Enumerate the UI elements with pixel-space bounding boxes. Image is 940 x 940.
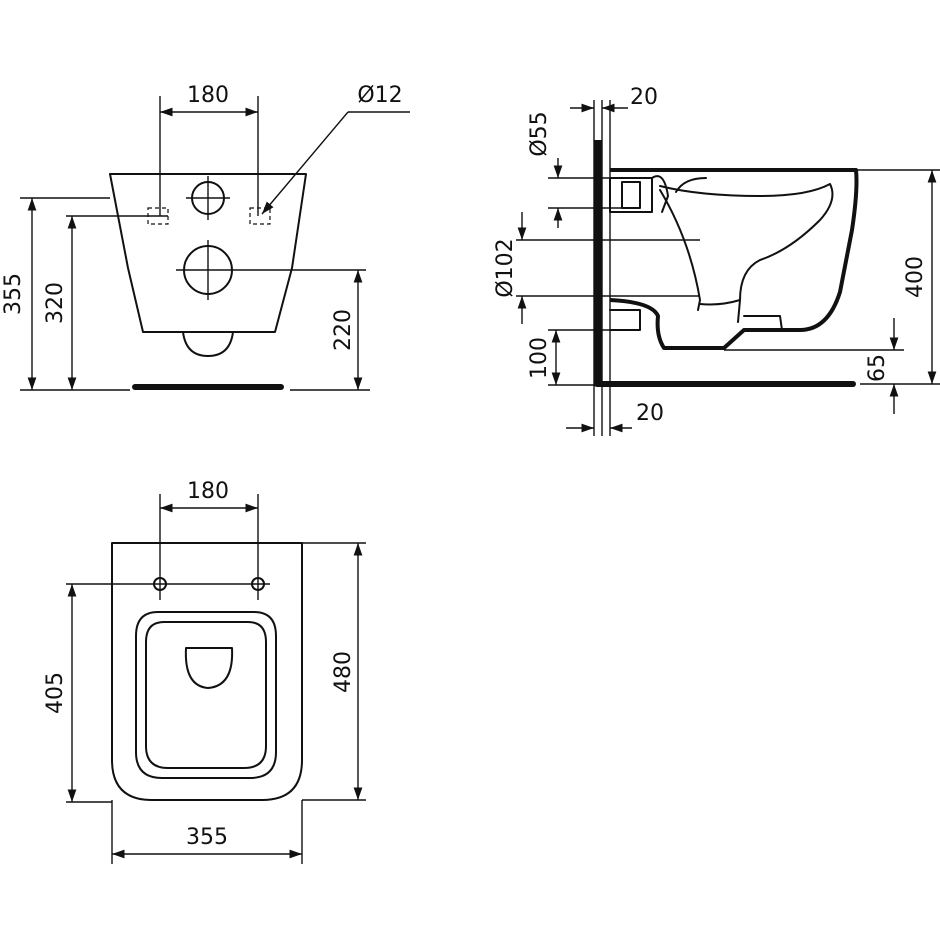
dim-front-220: 220 (331, 309, 356, 351)
side-wall (594, 140, 602, 386)
side-floor (594, 381, 856, 387)
front-bowl-outline (109, 173, 307, 333)
dim-side-bottom-20: 20 (636, 401, 664, 426)
top-outlet-shape (184, 647, 234, 689)
front-fixing-right (249, 207, 271, 225)
top-view: 180 405 480 355 (43, 479, 366, 864)
side-bowl-inner (659, 183, 834, 323)
dim-top-480: 480 (331, 651, 356, 693)
dim-side-100: 100 (527, 337, 552, 379)
dim-top-180: 180 (187, 479, 229, 504)
dim-top-355: 355 (186, 825, 228, 850)
front-view: 180 Ø12 355 320 220 (1, 83, 410, 391)
front-floor-bar (132, 384, 284, 390)
dim-side-d102: Ø102 (493, 238, 518, 297)
dim-front-320: 320 (43, 282, 68, 324)
side-outlet-fitting (609, 309, 641, 331)
dim-side-d55: Ø55 (527, 111, 552, 156)
dim-side-65: 65 (865, 354, 890, 382)
dim-side-400: 400 (903, 256, 928, 298)
front-outlet-arc (182, 331, 234, 357)
dim-side-top-20: 20 (630, 85, 658, 110)
top-seat-inner (145, 621, 267, 769)
dim-front-d12: Ø12 (357, 83, 402, 108)
side-inlet-fitting (609, 177, 653, 213)
side-view: 20 Ø55 Ø102 100 20 400 65 (493, 85, 940, 436)
dim-top-405: 405 (43, 672, 68, 714)
dim-front-355: 355 (1, 273, 26, 315)
top-bowl-outline (111, 542, 303, 801)
dim-front-180: 180 (187, 83, 229, 108)
top-seat-outer (135, 611, 277, 779)
side-bowl-outline (609, 168, 859, 350)
leader-front-d12 (261, 111, 349, 215)
